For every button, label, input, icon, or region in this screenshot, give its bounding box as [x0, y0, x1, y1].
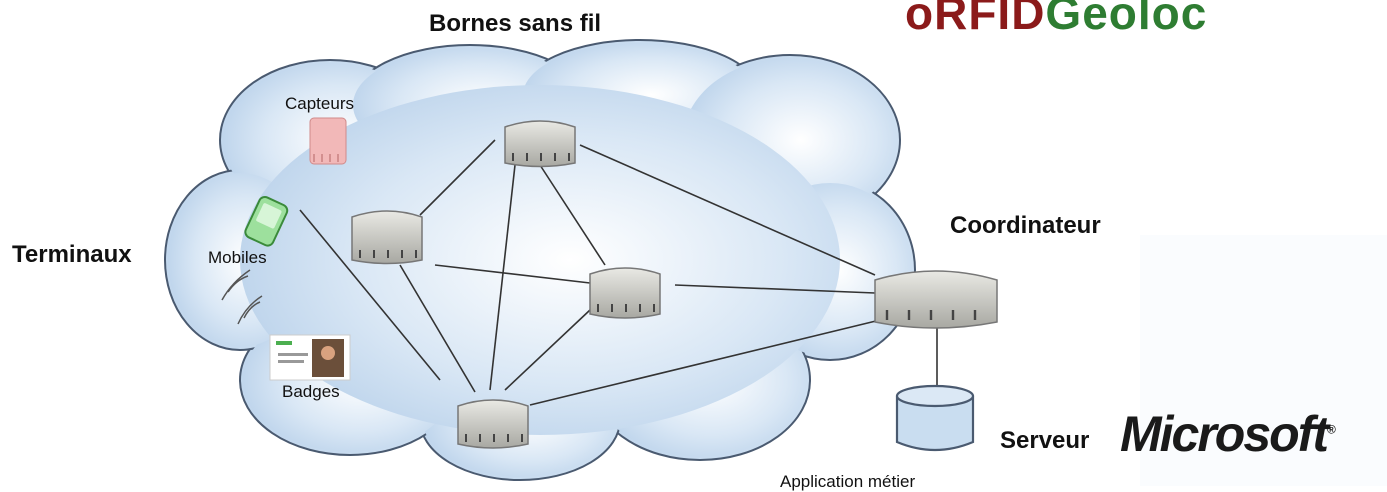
- sensor-icon: [309, 117, 347, 165]
- link-b-d: [489, 164, 516, 391]
- label-terminaux: Terminaux: [12, 241, 132, 268]
- access-point-icon: [351, 210, 423, 265]
- link-c-d: [504, 309, 591, 391]
- background-panel: [1140, 235, 1387, 486]
- link-a-b: [419, 139, 496, 216]
- label-capteurs: Capteurs: [285, 94, 354, 113]
- label-serveur: Serveur: [1000, 427, 1090, 454]
- microsoft-wordmark: Microsoft: [1120, 406, 1329, 462]
- wireless-signal-icon: [221, 269, 263, 325]
- logo-part2: Geoloc: [1045, 0, 1208, 39]
- label-application: Application métier: [780, 472, 916, 491]
- microsoft-logo: Microsoft®: [1120, 406, 1336, 462]
- label-coordinateur: Coordinateur: [950, 212, 1101, 239]
- coordinator-router-icon: [874, 270, 998, 329]
- badge-card-icon: [269, 334, 351, 381]
- link-a-c: [434, 264, 591, 284]
- database-server-icon: [895, 384, 975, 452]
- network-links: [299, 139, 938, 406]
- label-badges: Badges: [282, 382, 340, 401]
- link-c-coord: [674, 284, 876, 294]
- label-mobiles: Mobiles: [208, 248, 267, 267]
- diagram-title: Bornes sans fil: [429, 10, 602, 37]
- mobile-phone-icon: [244, 195, 289, 247]
- logo-part1: oRFID: [905, 0, 1046, 39]
- logo-orfidgeoloc: oRFIDGeoloc: [905, 0, 1207, 40]
- network-cloud: [164, 39, 916, 481]
- link-b-coord: [579, 144, 876, 276]
- link-d-coord: [529, 319, 881, 406]
- access-point-icon: [457, 399, 529, 449]
- access-point-icon: [589, 267, 661, 319]
- link-b-c: [539, 164, 606, 266]
- link-cross: [299, 209, 441, 381]
- access-point-icon: [504, 120, 576, 168]
- link-a-d: [399, 264, 476, 393]
